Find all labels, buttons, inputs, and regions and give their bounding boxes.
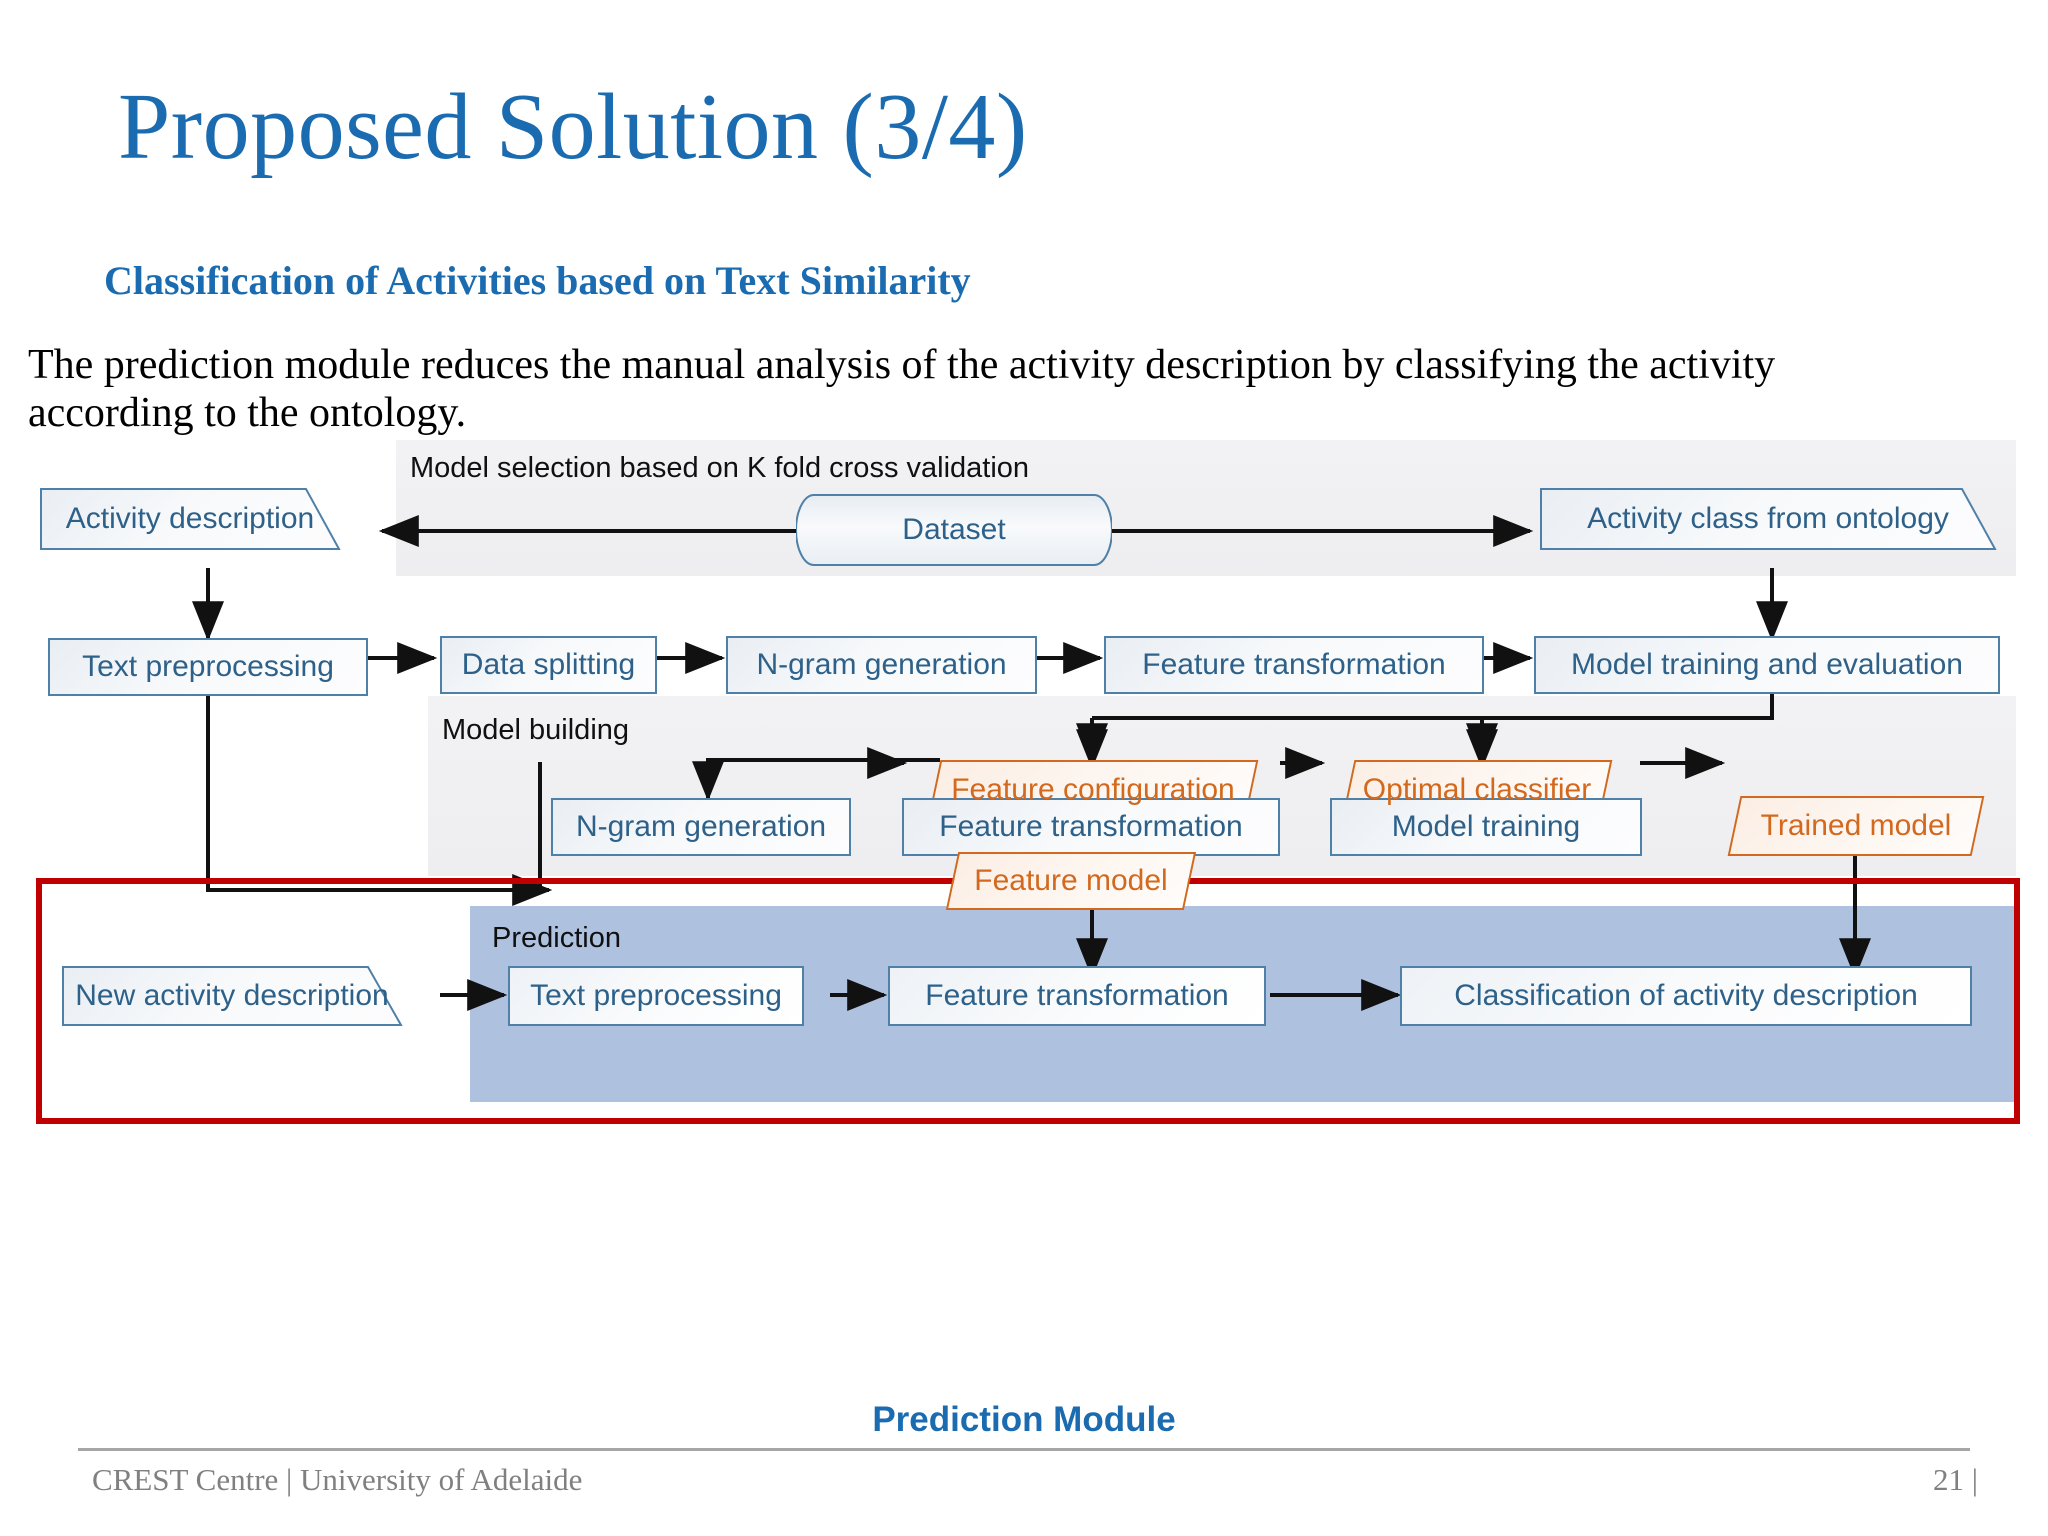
node-label: Model training: [1391, 810, 1581, 843]
node-label: Feature model: [974, 864, 1168, 897]
node-label: New activity description: [75, 979, 389, 1012]
node-activity-description[interactable]: Activity description: [40, 488, 340, 550]
node-outline: [40, 488, 340, 550]
node-shape: [62, 966, 402, 1026]
node-shape: [1540, 488, 1996, 550]
node-feature-configuration[interactable]: Feature configuration: [927, 760, 1259, 820]
node-feature-transformation-3[interactable]: Feature transformation: [888, 966, 1266, 1026]
node-label: Text preprocessing: [530, 979, 782, 1012]
node-label: Feature transformation: [925, 979, 1229, 1012]
footer-page-number: 21 |: [1933, 1462, 1978, 1497]
node-label: Text preprocessing: [82, 650, 334, 683]
node-data-splitting[interactable]: Data splitting: [440, 636, 657, 694]
node-optimal-classifier[interactable]: Optimal classifier: [1341, 760, 1613, 820]
node-label: Dataset: [902, 513, 1006, 546]
node-activity-class-from-ontology[interactable]: Activity class from ontology: [1540, 488, 1996, 550]
node-label: Classification of activity description: [1454, 979, 1918, 1012]
band-model-selection-label: Model selection based on K fold cross va…: [410, 452, 1030, 484]
node-dataset[interactable]: Dataset: [796, 494, 1112, 566]
node-label: Feature configuration: [951, 773, 1235, 806]
node-text-preprocessing-2[interactable]: Text preprocessing: [508, 966, 804, 1026]
node-feature-transformation-2[interactable]: Feature transformation: [902, 798, 1280, 856]
connector-lines: [192, 515, 1871, 1011]
band-model-building-label: Model building: [442, 714, 630, 746]
node-outline: [62, 966, 402, 1026]
node-ngram-generation-1[interactable]: N-gram generation: [726, 636, 1037, 694]
node-label: Feature transformation: [939, 810, 1243, 843]
node-label: Model training and evaluation: [1571, 648, 1963, 681]
node-label: Feature transformation: [1142, 648, 1446, 681]
node-text-preprocessing[interactable]: Text preprocessing: [48, 638, 368, 696]
node-trained-model[interactable]: Trained model: [1727, 796, 1985, 856]
node-feature-model[interactable]: Feature model: [945, 852, 1197, 910]
node-ngram-generation-2[interactable]: N-gram generation: [551, 798, 851, 856]
footer-left-text: CREST Centre | University of Adelaide: [92, 1462, 583, 1497]
node-label: N-gram generation: [575, 810, 827, 843]
node-classification-of-activity-description[interactable]: Classification of activity description: [1400, 966, 1972, 1026]
node-label: Optimal classifier: [1362, 773, 1592, 806]
connector-lines-overlay: [1076, 718, 1498, 770]
node-label: Activity class from ontology: [1587, 502, 1949, 535]
node-label: N-gram generation: [756, 648, 1007, 681]
flow-diagram: Model selection based on K fold cross va…: [0, 440, 2048, 1390]
node-feature-transformation-1[interactable]: Feature transformation: [1104, 636, 1484, 694]
node-outline: [1540, 488, 1996, 550]
band-prediction-label: Prediction: [492, 922, 621, 954]
node-label: Trained model: [1760, 809, 1952, 842]
page-subtitle: Classification of Activities based on Te…: [104, 258, 971, 303]
footer-divider: [78, 1448, 1970, 1451]
body-paragraph: The prediction module reduces the manual…: [28, 342, 1776, 436]
prediction-module-caption: Prediction Module: [872, 1400, 1176, 1439]
node-new-activity-description[interactable]: New activity description: [62, 966, 402, 1026]
page-title: Proposed Solution (3/4): [118, 75, 1028, 179]
node-label: Data splitting: [461, 648, 636, 681]
node-label: Activity description: [65, 502, 315, 535]
cylinder-shape: [796, 494, 1112, 566]
node-model-training-and-evaluation[interactable]: Model training and evaluation: [1534, 636, 2000, 694]
node-model-training[interactable]: Model training: [1330, 798, 1642, 856]
node-shape: [40, 488, 340, 550]
